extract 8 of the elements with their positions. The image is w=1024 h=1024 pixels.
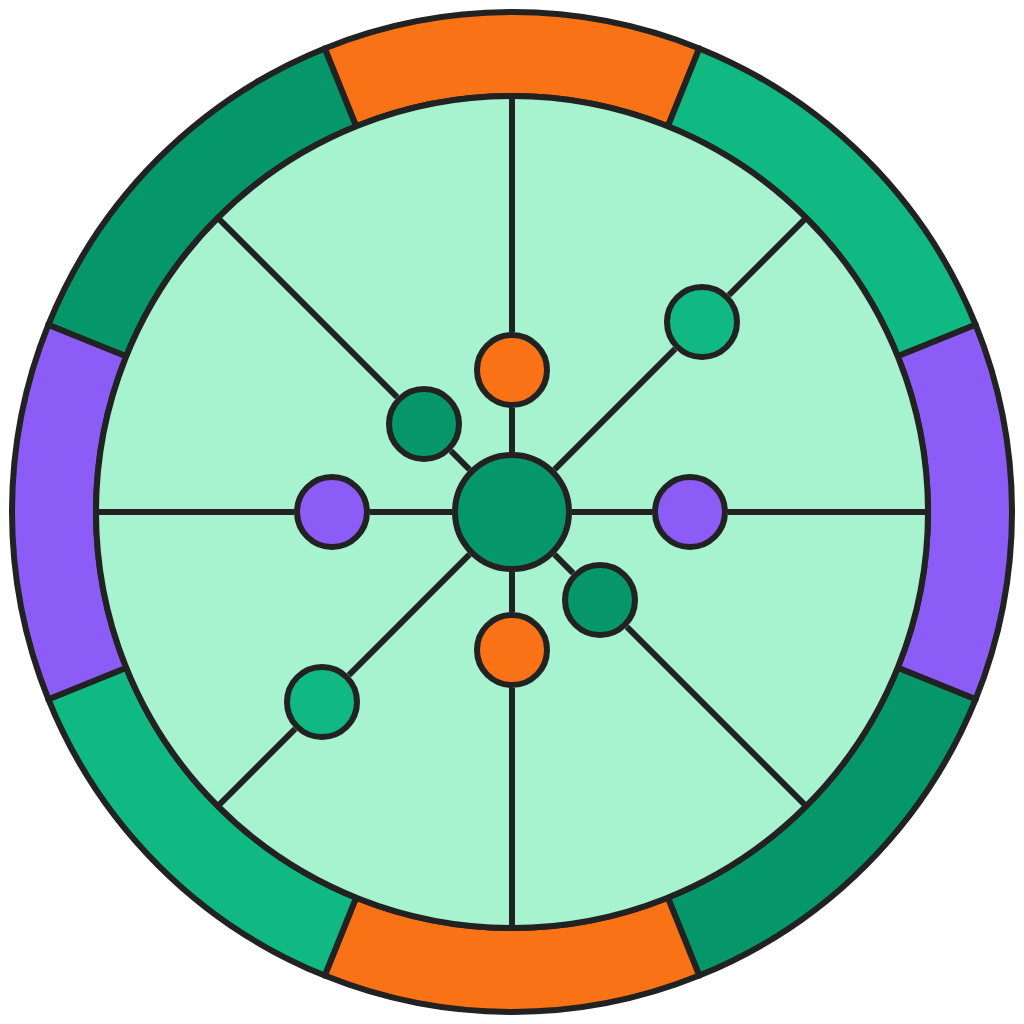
connector-line [448, 448, 472, 472]
connector-line [552, 346, 678, 472]
connector-line [370, 509, 452, 515]
connector-line [509, 408, 515, 452]
connector-line [552, 552, 576, 576]
connector-line [572, 509, 652, 515]
connector-line [346, 552, 472, 678]
connector-line [509, 572, 515, 612]
